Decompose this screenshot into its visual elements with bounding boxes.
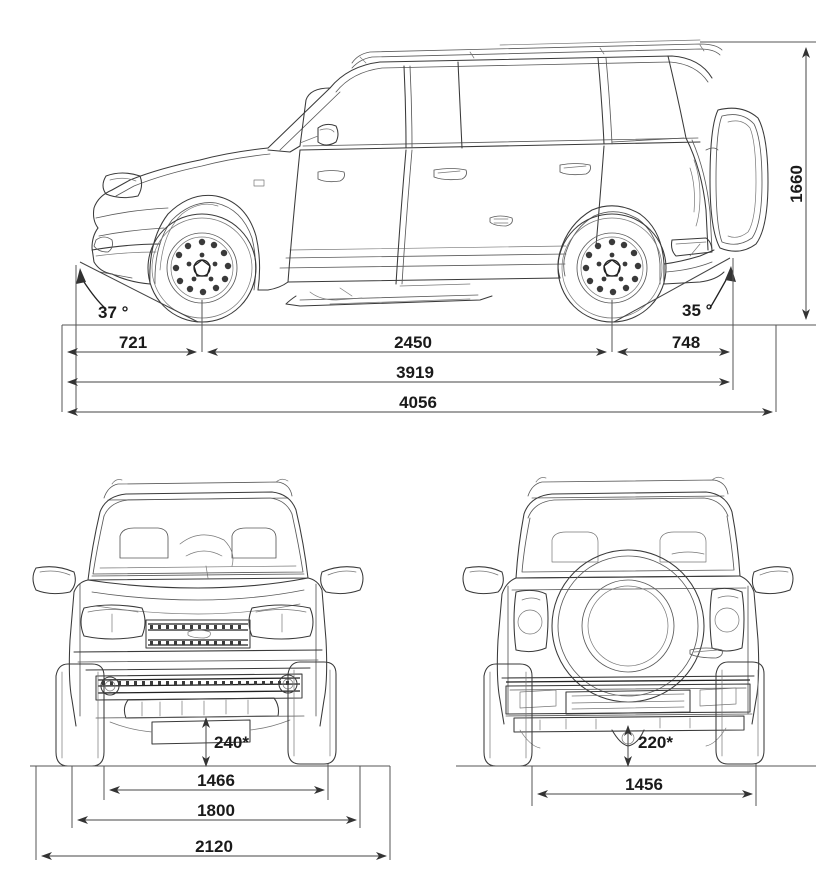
width-with-mirrors-label: 2120 bbox=[195, 837, 233, 856]
rear-dimension-lines bbox=[531, 725, 757, 806]
side-dimension-lines bbox=[61, 258, 777, 416]
wheelbase-label: 2450 bbox=[394, 333, 432, 352]
departure-angle-marker bbox=[613, 257, 736, 323]
side-height-dimension bbox=[700, 41, 816, 326]
approach-angle-marker bbox=[76, 261, 199, 323]
height-dimension-label: 1660 bbox=[787, 165, 806, 203]
rear-ground-clearance-label: 220* bbox=[638, 733, 673, 752]
rear-track-label: 1456 bbox=[625, 775, 663, 794]
side-view-vehicle bbox=[62, 39, 776, 326]
front-view-vehicle bbox=[30, 478, 390, 767]
departure-angle-label: 35 ° bbox=[682, 301, 713, 320]
approach-angle-label: 37 ° bbox=[98, 303, 129, 322]
front-overhang-label: 721 bbox=[119, 333, 147, 352]
front-dimension-lines bbox=[35, 717, 391, 860]
front-track-label: 1466 bbox=[197, 771, 235, 790]
rear-view-vehicle bbox=[456, 476, 816, 767]
body-length-label: 3919 bbox=[396, 363, 434, 382]
front-ground-clearance-label: 240* bbox=[214, 733, 249, 752]
rear-overhang-label: 748 bbox=[672, 333, 700, 352]
total-length-label: 4056 bbox=[399, 393, 437, 412]
overall-width-label: 1800 bbox=[197, 801, 235, 820]
